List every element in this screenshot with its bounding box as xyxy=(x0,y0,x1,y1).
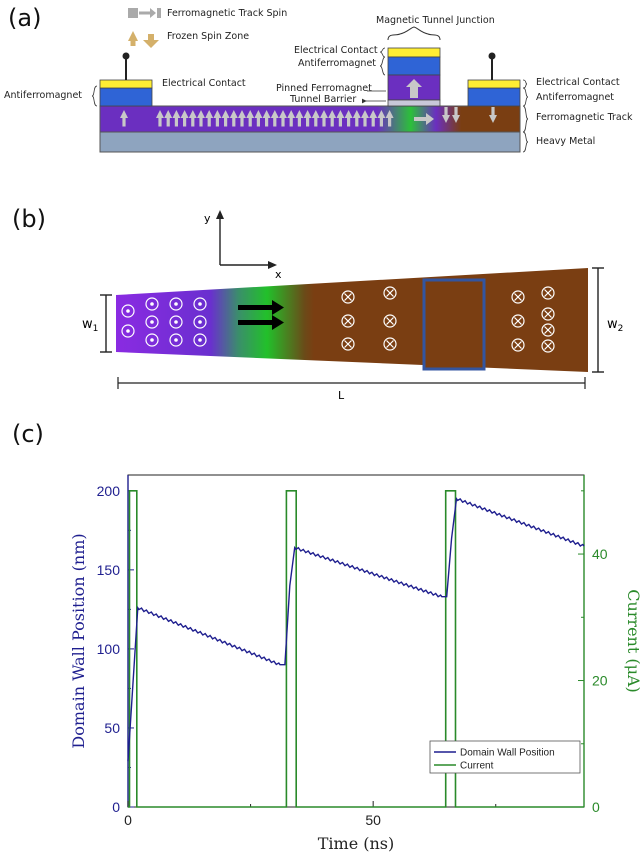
right-afm xyxy=(467,87,521,107)
axis-x-label: x xyxy=(275,268,282,281)
chart-legend: Domain Wall Position Current xyxy=(429,740,581,774)
out-of-plane-spin-icon xyxy=(121,304,135,318)
into-plane-spin-icon xyxy=(383,286,397,300)
out-of-plane-spin-icon xyxy=(145,315,159,329)
legend-label-domain-wall: Domain Wall Position xyxy=(460,748,555,759)
into-plane-spin-icon xyxy=(511,338,525,352)
frozen-spin-legend-icon xyxy=(128,31,159,48)
legend-box xyxy=(429,740,581,774)
y-tick-label: 200 xyxy=(97,483,121,499)
out-of-plane-spin-icon xyxy=(193,315,207,329)
left-contact xyxy=(99,79,153,89)
out-of-plane-spin-icon xyxy=(169,315,183,329)
y2-tick-label: 40 xyxy=(592,546,608,562)
out-of-plane-spin-icon xyxy=(193,333,207,347)
right-contact xyxy=(467,79,521,89)
y2-tick-label: 0 xyxy=(592,799,600,815)
out-of-plane-spin-icon xyxy=(169,333,183,347)
left-probe-icon xyxy=(122,52,130,60)
mtj-contact xyxy=(387,47,441,58)
heavy-metal-label: Heavy Metal xyxy=(536,136,596,147)
heavy-metal-layer xyxy=(99,131,521,153)
x-tick-label: 50 xyxy=(365,812,381,828)
right-probe-icon xyxy=(488,52,496,60)
into-plane-spins xyxy=(341,286,555,353)
mtj-afm xyxy=(387,56,441,76)
x-axis-title: Time (ns) xyxy=(318,834,395,853)
x-tick-label: 0 xyxy=(124,812,132,828)
out-of-plane-spin-icon xyxy=(145,333,159,347)
mtj-afm-label: Antiferromagnet xyxy=(298,58,377,69)
left-afm xyxy=(99,87,153,107)
out-of-plane-spin-icon xyxy=(121,324,135,338)
tunnel-barrier-label: Tunnel Barrier xyxy=(290,94,357,105)
mtj-bracket xyxy=(387,26,441,41)
into-plane-spin-icon xyxy=(511,314,525,328)
legend-track-spin-label: Ferromagnetic Track Spin xyxy=(167,8,288,19)
legend-frozen-label: Frozen Spin Zone xyxy=(167,31,250,42)
length-label: L xyxy=(338,389,345,402)
into-plane-spin-icon xyxy=(341,314,355,328)
legend-label-current: Current xyxy=(460,761,494,772)
y-tick-label: 100 xyxy=(97,641,121,657)
tapered-track-diagram: y x w1 w2 L xyxy=(82,210,623,402)
into-plane-spin-icon xyxy=(541,339,555,353)
panel-label-b: (b) xyxy=(12,205,46,233)
mtj-title-label: Magnetic Tunnel Junction xyxy=(376,15,495,26)
current-series-line xyxy=(128,490,584,808)
right-afm-label: Antiferromagnet xyxy=(536,92,615,103)
into-plane-spin-icon xyxy=(511,290,525,304)
mtj-outline xyxy=(422,278,486,371)
mtj-tunnel-barrier xyxy=(387,99,441,107)
fm-track-label: Ferromagnetic Track xyxy=(536,112,633,123)
left-contact-label: Electrical Contact xyxy=(162,78,246,89)
domain-wall-series-line xyxy=(127,496,585,762)
out-of-plane-spins xyxy=(121,297,207,347)
into-plane-spin-icon xyxy=(383,314,397,328)
y-tick-label: 50 xyxy=(104,720,120,736)
pinned-fm-label: Pinned Ferromagnet xyxy=(276,83,372,94)
y-axis-title: Domain Wall Position (nm) xyxy=(69,533,88,748)
out-of-plane-spin-icon xyxy=(145,297,159,311)
into-plane-spin-icon xyxy=(541,286,555,300)
into-plane-spin-icon xyxy=(541,323,555,337)
track-spin-legend-icon xyxy=(128,8,161,18)
out-of-plane-spin-icon xyxy=(193,297,207,311)
into-plane-spin-icon xyxy=(383,337,397,351)
y-tick-label: 150 xyxy=(97,562,121,578)
domain-wall-chart: 0 50 100 150 200 0 20 40 0 50 Time (ns) Domain Wa… xyxy=(69,474,640,853)
into-plane-spin-icon xyxy=(341,337,355,351)
track-spin-arrows xyxy=(120,107,497,127)
w1-label: w1 xyxy=(82,317,98,334)
out-of-plane-spin-icon xyxy=(169,297,183,311)
into-plane-spin-icon xyxy=(541,307,555,321)
y-tick-label: 0 xyxy=(112,799,120,815)
motion-arrows-icon xyxy=(238,300,284,330)
right-contact-label: Electrical Contact xyxy=(536,77,620,88)
mtj-contact-label: Electrical Contact xyxy=(294,45,378,56)
y2-axis-title: Current (μA) xyxy=(624,589,640,693)
panel-label-a: (a) xyxy=(8,4,42,32)
axis-y-label: y xyxy=(204,212,211,225)
device-schematic xyxy=(91,8,529,153)
left-afm-label: Antiferromagnet xyxy=(4,90,83,101)
ferromagnetic-track xyxy=(99,105,521,133)
y2-tick-label: 20 xyxy=(592,673,608,689)
into-plane-spin-icon xyxy=(341,290,355,304)
w2-label: w2 xyxy=(607,317,623,334)
panel-label-c: (c) xyxy=(12,420,44,448)
